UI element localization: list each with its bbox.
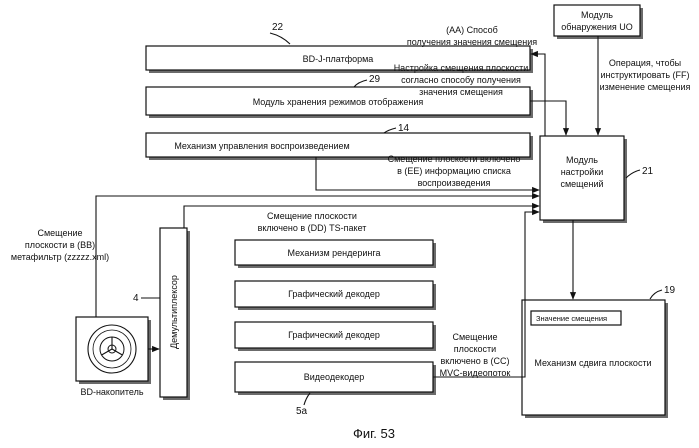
- svg-text:Смещение плоскости: Смещение плоскости: [267, 211, 357, 221]
- offset-module-label-line1: Модуль: [566, 155, 598, 165]
- bd-drive-label: BD-накопитель: [80, 387, 143, 397]
- offset-value-field: Значение смещения: [536, 314, 607, 323]
- offset-setting-module-block: Модуль настройки смещений: [540, 136, 627, 223]
- svg-text:значения смещения: значения смещения: [419, 87, 503, 97]
- annotation-aa: (AA) Способ получения значения смещения: [407, 25, 537, 47]
- display-mode-storage-label: Модуль хранения режимов отображения: [253, 97, 424, 107]
- svg-text:метафильтр (zzzzz.xml): метафильтр (zzzzz.xml): [11, 252, 109, 262]
- ref-5a: 5a: [296, 406, 308, 417]
- ref-29: 29: [369, 74, 381, 85]
- ref-21: 21: [642, 166, 654, 177]
- svg-text:Смещение: Смещение: [452, 332, 497, 342]
- svg-text:Настройка смещения плоскости: Настройка смещения плоскости: [394, 63, 529, 73]
- ref-19: 19: [664, 285, 676, 296]
- svg-text:согласно способу получения: согласно способу получения: [401, 75, 521, 85]
- annotation-ee: Смещение плоскости включено в (EE) инфор…: [388, 154, 521, 188]
- figure-caption: Фиг. 53: [353, 426, 395, 441]
- playback-control-engine-label: Механизм управления воспроизведением: [174, 141, 349, 151]
- svg-text:изменение смещения: изменение смещения: [600, 82, 691, 92]
- svg-text:в (EE) информацию списка: в (EE) информацию списка: [397, 166, 511, 176]
- svg-text:плоскости в (BB): плоскости в (BB): [25, 240, 95, 250]
- offset-module-label-line2: настройки: [561, 167, 604, 177]
- annotation-cc: Смещение плоскости включено в (CC) MVC-в…: [440, 332, 511, 378]
- svg-text:MVC-видеопоток: MVC-видеопоток: [440, 368, 511, 378]
- uo-module-label-line1: Модуль: [581, 10, 613, 20]
- bd-drive-block: BD-накопитель: [76, 317, 151, 397]
- rendering-engine-label: Механизм рендеринга: [288, 248, 381, 258]
- ref-22: 22: [272, 22, 284, 33]
- video-decoder-label: Видеодекодер: [304, 372, 364, 382]
- graphics-decoder-2-label: Графический декодер: [288, 330, 380, 340]
- graphics-decoder-1-block: Графический декодер: [235, 281, 436, 310]
- svg-text:(AA) Способ: (AA) Способ: [446, 25, 498, 35]
- plane-shift-engine-label: Механизм сдвига плоскости: [534, 358, 651, 368]
- svg-text:плоскости: плоскости: [454, 344, 496, 354]
- plane-shift-engine-block: Значение смещения Механизм сдвига плоско…: [522, 300, 668, 418]
- offset-module-label-line3: смещений: [560, 179, 603, 189]
- annotation-ff: Операция, чтобы инструктировать (FF) изм…: [600, 58, 691, 92]
- svg-text:воспроизведения: воспроизведения: [418, 178, 491, 188]
- uo-detection-module-block: Модуль обнаружения UO: [554, 5, 643, 39]
- ref-14: 14: [398, 123, 410, 134]
- annotation-dd: Смещение плоскости включено в (DD) TS-па…: [258, 211, 367, 233]
- demultiplexer-label: Демультиплексор: [169, 275, 179, 349]
- svg-text:инструктировать (FF): инструктировать (FF): [600, 70, 689, 80]
- video-decoder-block: Видеодекодер: [235, 362, 436, 395]
- svg-text:получения значения смещения: получения значения смещения: [407, 37, 537, 47]
- svg-text:Смещение плоскости включено: Смещение плоскости включено: [388, 154, 521, 164]
- demultiplexer-block: Демультиплексор: [160, 228, 190, 400]
- svg-text:Операция, чтобы: Операция, чтобы: [609, 58, 681, 68]
- svg-text:включено в (DD) TS-пакет: включено в (DD) TS-пакет: [258, 223, 367, 233]
- graphics-decoder-2-block: Графический декодер: [235, 322, 436, 351]
- svg-text:включено в (CC): включено в (CC): [440, 356, 509, 366]
- graphics-decoder-1-label: Графический декодер: [288, 289, 380, 299]
- bdj-platform-label: BD-J-платформа: [303, 54, 374, 64]
- uo-module-label-line2: обнаружения UO: [561, 22, 633, 32]
- ref-4: 4: [133, 293, 139, 304]
- rendering-engine-block: Механизм рендеринга: [235, 240, 436, 268]
- annotation-bb: Смещение плоскости в (BB) метафильтр (zz…: [11, 228, 109, 262]
- svg-text:Смещение: Смещение: [37, 228, 82, 238]
